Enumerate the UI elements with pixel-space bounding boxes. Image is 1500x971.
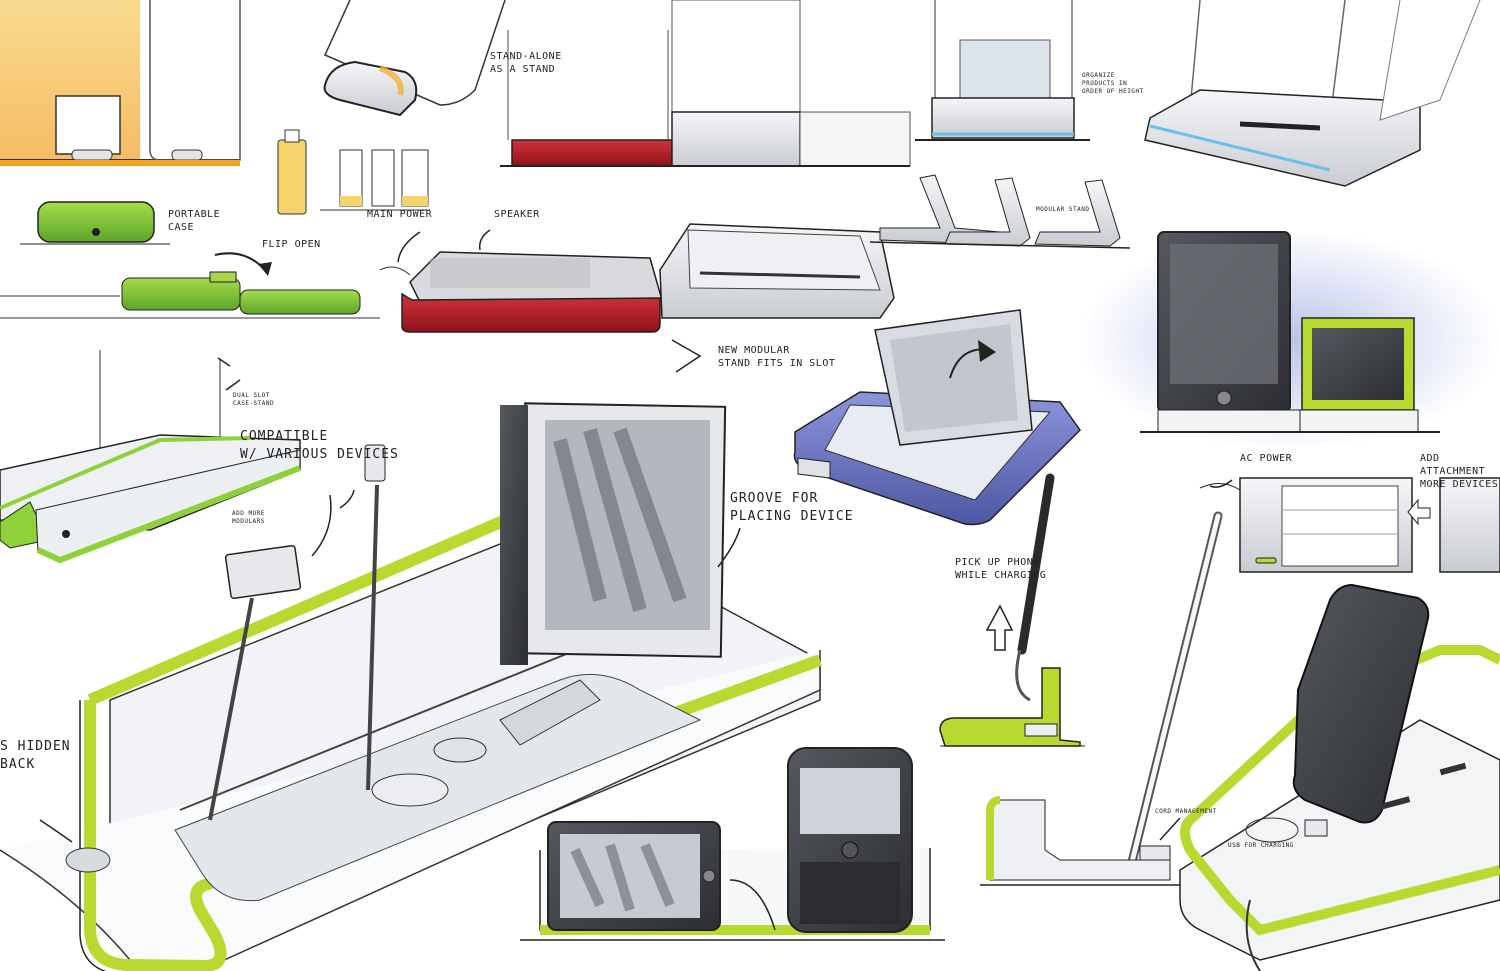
annotation-cord-management: CORD MANAGEMENT [1155, 808, 1217, 815]
pointer-arrows [39, 229, 1233, 843]
red-speaker-sketch [379, 223, 895, 373]
annotation-portable-case: PORTABLE CASE [168, 209, 221, 233]
annotation-organize-products: ORGANIZE PRODUCTS IN ORDER OF HEIGHT [1082, 72, 1144, 95]
annotation-dual-slot: DUAL SLOT CASE-STAND [233, 392, 275, 407]
red-speaker-dock-sketch [500, 0, 911, 167]
annotation-groove: GROOVE FOR PLACING DEVICE [730, 491, 854, 524]
modular-stands-sketch [869, 174, 1131, 249]
orange-device-sketch [0, 0, 241, 166]
tall-stand-lime-sketch [980, 511, 1223, 886]
annotation-hidden-back: S HIDDEN BACK [0, 739, 71, 772]
main-lime-dock-sketch [0, 402, 823, 971]
angled-tablet-stand-sketch [1144, 0, 1481, 187]
annotation-new-modular-stand: NEW MODULAR STAND FITS IN SLOT [718, 345, 836, 369]
annotation-ac-power: AC POWER [1240, 453, 1293, 464]
green-portable-case-sketch [0, 201, 380, 319]
stand-alone-tablet-sketch [323, 0, 506, 117]
annotation-speaker: SPEAKER [494, 209, 540, 220]
ac-power-modules-sketch [1199, 477, 1500, 573]
annotation-stand-alone: STAND-ALONE AS A STAND [490, 51, 562, 75]
annotation-pick-up-phone: PICK UP PHONE WHILE CHARGING [955, 557, 1047, 581]
pick-up-phone-stand-sketch [939, 473, 1085, 747]
annotation-modular-stand: MODULAR STAND [1036, 206, 1090, 213]
lime-stand-dark-device-sketch [1179, 583, 1500, 971]
module-diagram-sketch [277, 129, 430, 215]
annotation-main-power: MAIN POWER [367, 209, 433, 220]
phone-dock-glow-sketch [1080, 230, 1500, 450]
organize-products-sketch [915, 0, 1090, 141]
annotation-add-more-modulars: ADD MORE MODULARS [232, 510, 265, 525]
annotation-flip-open: FLIP OPEN [262, 239, 321, 250]
dual-slot-green-base-sketch [0, 350, 302, 564]
annotation-add-attachment: ADD ATTACHMENT MORE DEVICES [1420, 453, 1499, 490]
annotation-usb-charging: USB FOR CHARGING [1228, 842, 1294, 849]
blue-flip-dock-sketch [793, 309, 1081, 526]
annotation-compatible-devices: COMPATIBLE W/ VARIOUS DEVICES [240, 429, 399, 462]
blackberry-dock-sketch [520, 747, 945, 941]
